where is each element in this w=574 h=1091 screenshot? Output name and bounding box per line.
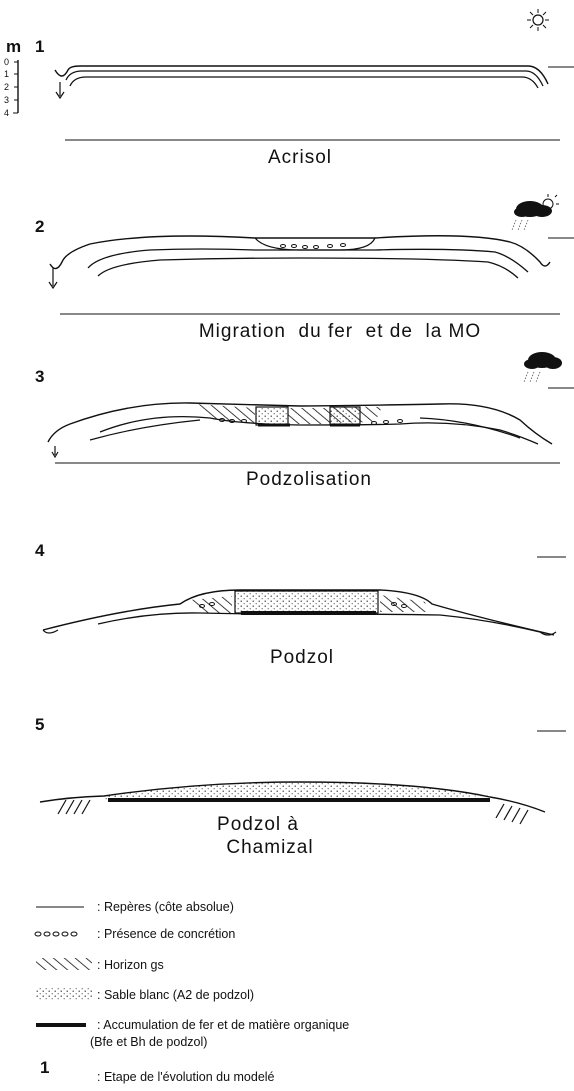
stage-5-number: 5 (35, 715, 44, 734)
scale-tick-4: 4 (4, 108, 9, 118)
legend-item-stage: 1 : Etape de l'évolution du modelé (40, 1058, 275, 1084)
legend-item-concretion (35, 932, 77, 936)
legend-text-white-sand: : Sable blanc (A2 de podzol) (97, 988, 254, 1002)
scale-tick-0: 0 (4, 57, 9, 67)
stage-1: 1 Acrisol (35, 9, 574, 168)
stage-2: 2 Migration du fer et (35, 194, 574, 342)
legend: : Repères (côte absolue) : Présence de c… (35, 900, 349, 1084)
scale-unit: m (6, 37, 21, 56)
legend-text-concretion: : Présence de concrétion (97, 927, 235, 941)
stage-3-number: 3 (35, 367, 44, 386)
sun-icon (527, 9, 549, 31)
legend-item-reference: : Repères (côte absolue) (36, 900, 234, 914)
stage-3-caption: Podzolisation (246, 469, 372, 490)
stage-4: 4 Podzol (35, 541, 566, 668)
stage-3: 3 (35, 352, 574, 490)
stage-4-number: 4 (35, 541, 45, 560)
legend-item-white-sand: : Sable blanc (A2 de podzol) (36, 988, 254, 1002)
stage-4-caption: Podzol (270, 647, 334, 668)
legend-symbol-stage: 1 (40, 1058, 49, 1077)
stage-2-number: 2 (35, 217, 44, 236)
legend-text-accumulation-detail: (Bfe et Bh de podzol) (90, 1035, 207, 1049)
legend-text-accumulation: : Accumulation de fer et de matière orga… (97, 1018, 349, 1032)
scale-tick-1: 1 (4, 69, 9, 79)
stage-1-caption: Acrisol (268, 147, 332, 168)
stage-1-number: 1 (35, 37, 44, 56)
cloud-sun-rain-icon (512, 194, 559, 230)
legend-text-reference: : Repères (côte absolue) (97, 900, 234, 914)
scale-tick-2: 2 (4, 82, 9, 92)
cloud-rain-icon (524, 352, 562, 382)
legend-item-accumulation: : Accumulation de fer et de matière orga… (36, 1018, 349, 1049)
scale-tick-3: 3 (4, 95, 9, 105)
stage-5: 5 Podzol à Chamizal (35, 715, 566, 858)
stage-5-caption-line2: Chamizal (226, 837, 313, 858)
stage-5-caption-line1: Podzol à (217, 814, 299, 835)
legend-text-stage: : Etape de l'évolution du modelé (97, 1070, 275, 1084)
legend-text-horizon-gs: : Horizon gs (97, 958, 164, 972)
stage-2-caption: Migration du fer et de la MO (199, 321, 481, 342)
depth-scale: m 0 1 2 3 4 (4, 37, 21, 118)
legend-item-horizon-gs: : Horizon gs (36, 958, 164, 972)
